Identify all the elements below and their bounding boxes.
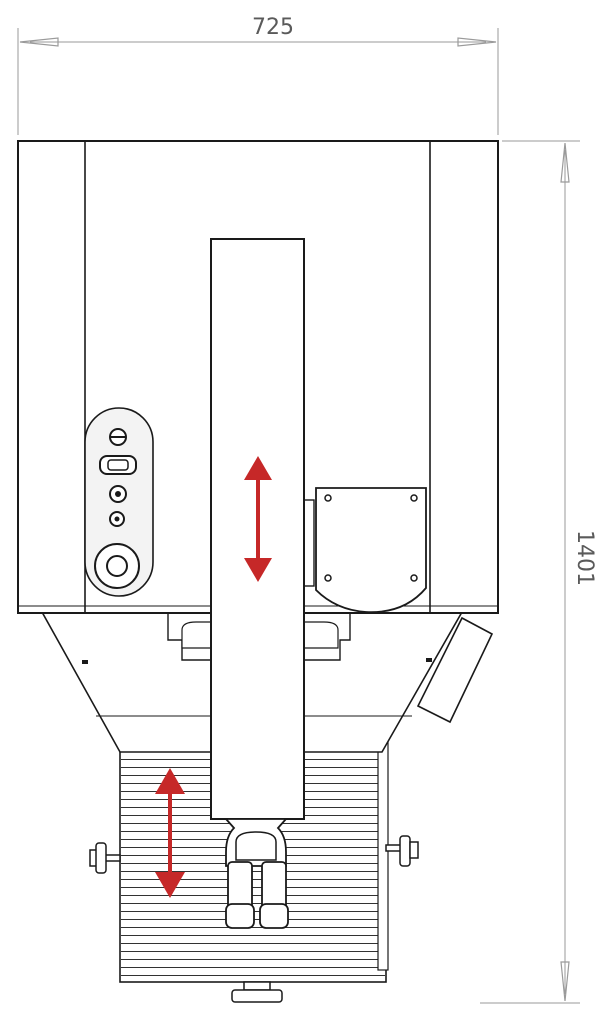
height-arrow-bottom-icon <box>560 961 570 1002</box>
motor-box <box>303 487 427 613</box>
height-label: 1401 <box>572 530 597 586</box>
width-label: 725 <box>252 15 294 40</box>
head-motion-arrow-icon <box>155 768 185 898</box>
width-arrow-right-icon <box>457 37 497 47</box>
right-knob <box>385 835 419 867</box>
width-arrow-left-icon <box>19 37 59 47</box>
side-sensor-box <box>416 616 494 724</box>
left-knob <box>89 842 121 874</box>
height-dimension: 1401 <box>480 140 597 1004</box>
width-dimension: 725 <box>17 15 499 135</box>
control-panel <box>84 407 154 597</box>
height-arrow-top-icon <box>560 142 570 183</box>
optical-head <box>223 818 289 929</box>
bottom-fitting <box>231 981 283 1003</box>
column-motion-arrow-icon <box>244 456 272 582</box>
